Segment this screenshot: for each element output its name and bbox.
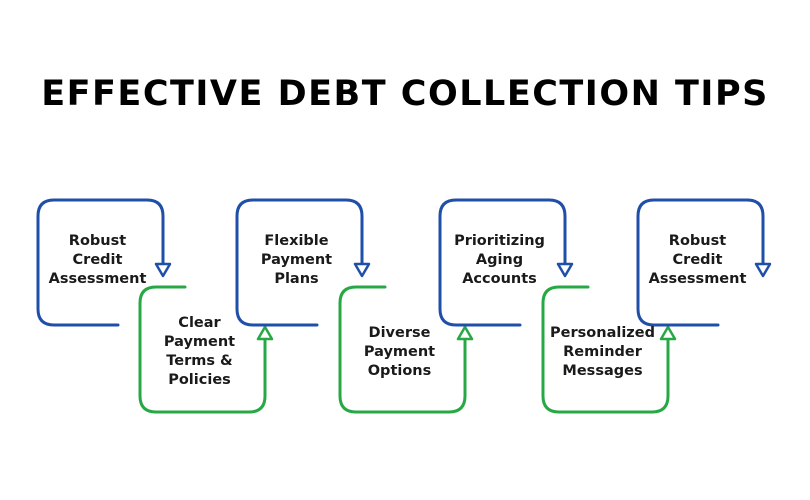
step-3-arrow-icon — [353, 262, 371, 278]
step-label-line: Accounts — [462, 270, 537, 287]
step-label-line: Prioritizing — [454, 232, 545, 249]
step-4-arrow-icon — [456, 325, 474, 341]
step-3-frame — [235, 198, 364, 327]
step-6-frame — [541, 285, 670, 414]
step-label-line: Clear — [178, 315, 221, 331]
step-2-frame — [138, 285, 267, 414]
step-label-line: Messages — [562, 362, 643, 379]
step-label-line: Flexible — [264, 232, 329, 249]
diagram-title: EFFECTIVE DEBT COLLECTION TIPS — [41, 74, 769, 114]
step-4-frame — [338, 285, 467, 414]
step-label-line: Credit — [672, 251, 723, 268]
step-6-arrow-icon — [659, 325, 677, 341]
step-label-line: Policies — [168, 372, 231, 388]
step-label-line: Payment — [163, 334, 236, 350]
step-label-line: Robust — [668, 232, 727, 249]
step-label-line: Plans — [274, 270, 319, 287]
step-label-line: Aging — [475, 251, 524, 268]
step-label-line: Personalized — [550, 324, 655, 341]
step-label-line: Reminder — [563, 343, 642, 360]
step-label-line: Assessment — [48, 270, 147, 287]
step-label-line: Robust — [68, 232, 127, 249]
step-label-line: Credit — [72, 251, 123, 268]
step-label-line: Payment — [363, 343, 436, 360]
step-label-line: Diverse — [368, 324, 431, 341]
step-label-line: Options — [367, 362, 432, 379]
step-label-line: Payment — [260, 251, 333, 268]
step-1-frame — [36, 198, 165, 327]
step-5-arrow-icon — [556, 262, 574, 278]
step-label-line: Terms & — [166, 353, 233, 369]
step-label-line: Assessment — [648, 270, 747, 287]
step-2-arrow-icon — [256, 325, 274, 341]
step-7-frame — [636, 198, 765, 327]
step-5-frame — [438, 198, 567, 327]
step-7-arrow-icon — [754, 262, 772, 278]
step-1-arrow-icon — [154, 262, 172, 278]
